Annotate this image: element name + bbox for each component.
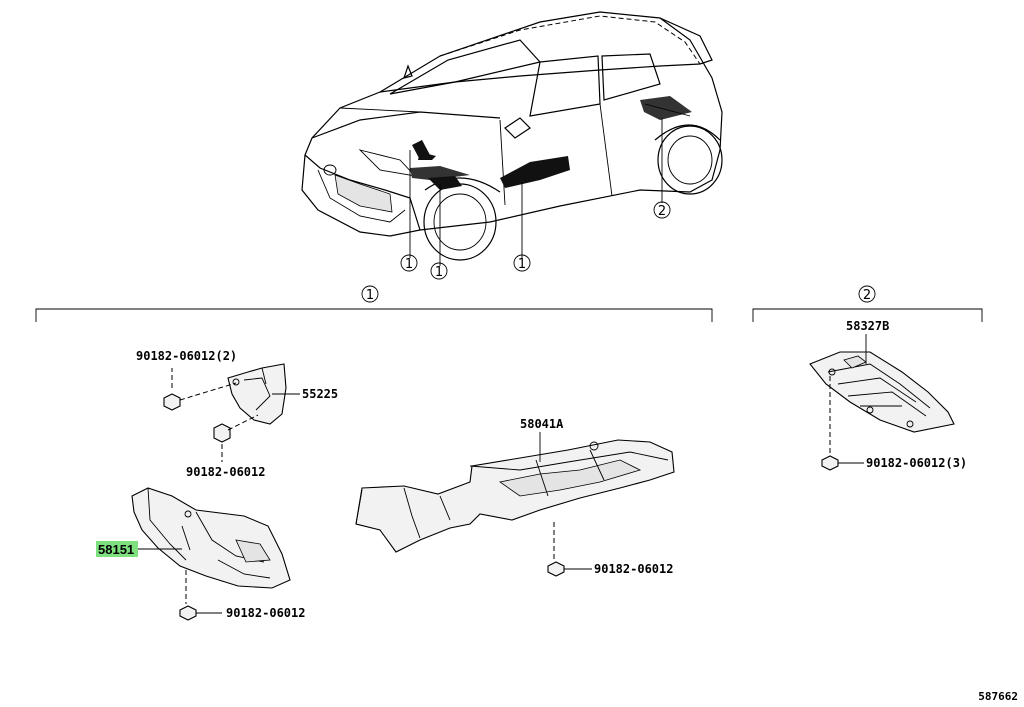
clip-center [547,522,592,577]
label-58327b: 58327B [846,319,889,333]
part-55225 [227,363,287,425]
part-58327b [809,351,955,433]
group-2-bracket: 2 [752,285,983,322]
part-58151 [131,487,291,589]
highlight-58151: 58151 [96,541,138,557]
svg-text:1: 1 [366,288,374,303]
group-1-bracket: 1 [35,285,713,322]
callout-1c: 1 [513,254,531,272]
callout-2a: 2 [653,201,671,219]
clip-right [821,376,864,471]
label-clip-mid-left: 90182-06012 [186,465,265,479]
svg-text:2: 2 [863,288,871,303]
clip-mid-left [213,414,259,462]
part-58041a [355,439,675,553]
clip-top-left [163,368,237,411]
svg-text:2: 2 [658,204,666,219]
label-58151: 58151 [98,542,134,557]
car-illustration [301,11,723,266]
reference-number: 587662 [978,690,1018,703]
callout-1b: 1 [430,262,448,280]
label-clip-top-left: 90182-06012(2) [136,349,237,363]
svg-text:1: 1 [405,257,413,272]
svg-text:1: 1 [435,265,443,280]
label-55225: 55225 [302,387,338,401]
callout-1a: 1 [400,254,418,272]
svg-text:1: 1 [518,257,526,272]
label-clip-bottom-left: 90182-06012 [226,606,305,620]
label-clip-center: 90182-06012 [594,562,673,576]
clip-bottom-left [179,570,222,621]
label-clip-right: 90182-06012(3) [866,456,967,470]
label-58041a: 58041A [520,417,564,431]
